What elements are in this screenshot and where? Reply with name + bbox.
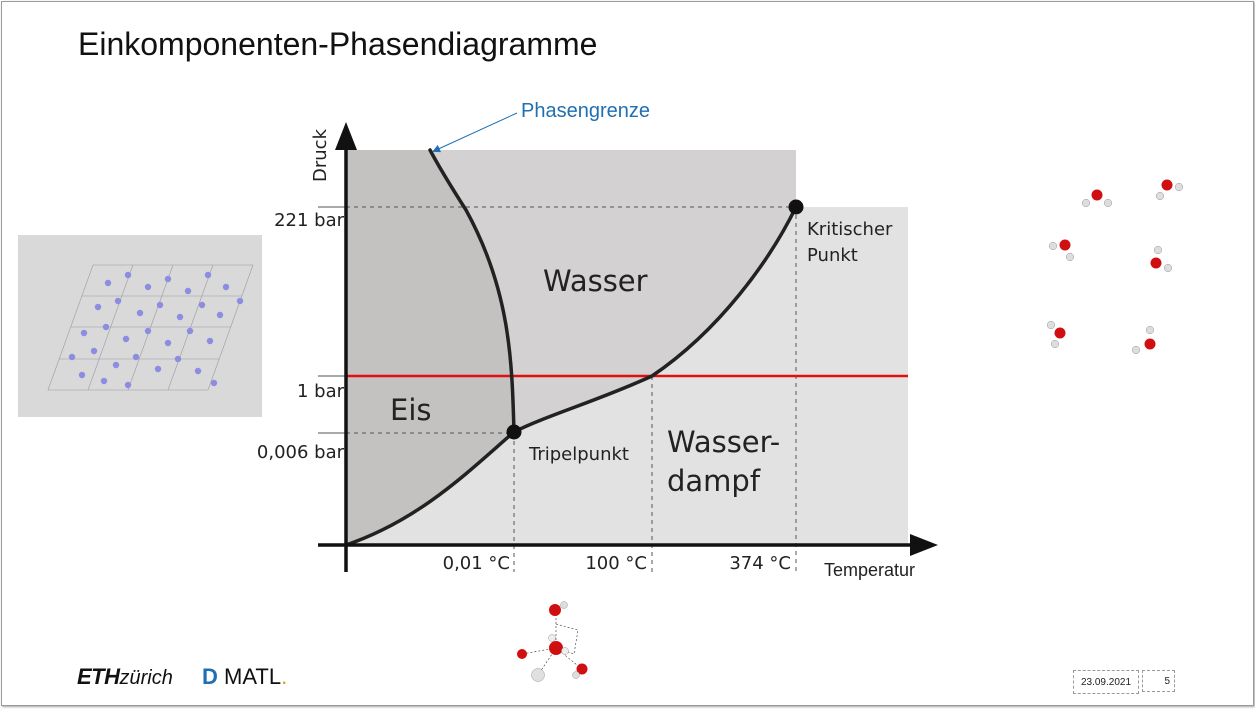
region-label-water: Wasser (543, 264, 648, 298)
tick-100c: 100 °C (585, 553, 647, 574)
dmatl-logo-text: MATL (224, 664, 282, 689)
critical-point-label-line1: Kritischer (807, 219, 893, 240)
melting-curve (428, 148, 516, 434)
region-label-ice: Eis (390, 393, 432, 427)
slide-title: Einkomponenten-Phasendiagramme (78, 26, 598, 62)
water-molecules-gas-image (1046, 179, 1184, 355)
tick-374c: 374 °C (729, 553, 791, 574)
tick-0006bar: 0,006 bar (257, 442, 345, 463)
tick-001c: 0,01 °C (443, 553, 510, 574)
sublimation-curve (344, 430, 516, 547)
x-axis-arrowhead (910, 534, 938, 556)
dmatl-logo-d: D (202, 664, 218, 689)
triple-point-marker (506, 424, 522, 440)
phase-boundary-pointer (432, 112, 518, 153)
tick-221bar: 221 bar (274, 210, 345, 231)
axes (318, 148, 914, 572)
eth-logo-bold: ETH (77, 664, 120, 689)
water-region (430, 150, 796, 432)
y-axis-arrowhead (335, 122, 357, 150)
ice-crystal-structure-image (18, 235, 262, 417)
region-label-vapor-line2: dampf (667, 464, 761, 498)
slide-page-number: 5 (1142, 670, 1175, 692)
critical-point-marker (788, 199, 804, 215)
ice-region (346, 150, 514, 545)
slide-date: 23.09.2021 (1073, 670, 1139, 694)
phase-boundary-label: Phasengrenze (521, 100, 650, 122)
phase-boundaries (344, 148, 798, 547)
y-axis-label: Druck (310, 128, 331, 182)
tick-1bar: 1 bar (297, 381, 345, 402)
triple-point-label: Tripelpunkt (528, 444, 629, 465)
water-cluster-image (517, 601, 588, 682)
region-backgrounds (346, 150, 908, 545)
x-axis-label: Temperatur (824, 560, 915, 580)
eth-zurich-logo: ETHzürich (77, 664, 173, 690)
dmatl-logo: D MATL. (202, 664, 287, 690)
critical-point-label-line2: Punkt (807, 245, 858, 266)
molecule (1081, 189, 1113, 208)
vaporization-curve (512, 205, 798, 434)
dmatl-logo-dot: . (281, 664, 288, 689)
region-label-vapor-line1: Wasser- (667, 425, 780, 459)
dashed-guides (346, 206, 797, 572)
eth-logo-light: zürich (119, 667, 173, 689)
